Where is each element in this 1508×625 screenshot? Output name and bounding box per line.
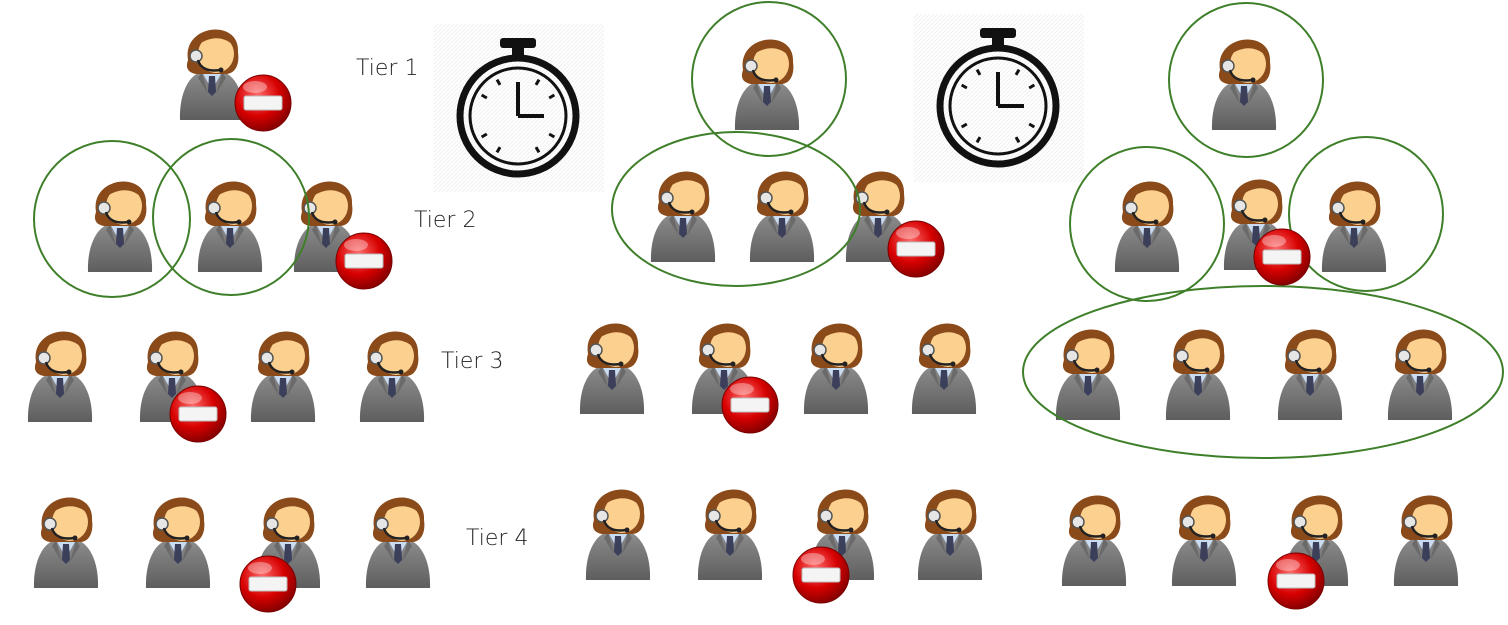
- ring-stage3-tier2-agent-1: [1069, 146, 1225, 302]
- busy-badge-s2-t4: [792, 546, 850, 604]
- stage3-tier3-agent-3: [1277, 329, 1343, 420]
- ring-stage3-tier1: [1168, 2, 1324, 158]
- stage3-tier1-agent: [1211, 39, 1277, 130]
- ring-stage3-tier3-group: [1022, 285, 1504, 459]
- stage1-tier2-agent-1: [87, 181, 153, 272]
- stage1-tier3-agent-3: [250, 331, 316, 422]
- stopwatch-icon-1: [434, 24, 604, 192]
- stage2-tier4-agent-2: [697, 489, 763, 580]
- stage3-tier4-agent-2: [1171, 495, 1237, 586]
- stage1-tier3-agent-1: [27, 331, 93, 422]
- stage1-tier3-agent-4: [359, 331, 425, 422]
- stopwatch-icon-2: [914, 14, 1084, 182]
- busy-badge-s3-t4: [1267, 552, 1325, 610]
- tier-3-label: Tier 3: [441, 349, 504, 374]
- stage3-tier3-agent-4: [1387, 329, 1453, 420]
- busy-badge-s3-t2: [1253, 228, 1311, 286]
- stage2-tier2-agent-3: [845, 171, 911, 262]
- stage1-tier4-agent-2: [145, 497, 211, 588]
- busy-badge-s1-t3: [169, 385, 227, 443]
- stage3-tier3-agent-2: [1165, 329, 1231, 420]
- stage2-tier3-agent-3: [803, 323, 869, 414]
- ring-stage2-tier1: [691, 1, 847, 157]
- stage2-tier2-agent-2: [749, 171, 815, 262]
- busy-badge-s2-t2: [887, 220, 945, 278]
- stage3-tier3-agent-1: [1055, 329, 1121, 420]
- stage3-tier2-agent-1: [1114, 181, 1180, 272]
- stage1-tier4-agent-4: [365, 497, 431, 588]
- busy-badge-s1-t1: [234, 74, 292, 132]
- stage2-tier2-agent-1: [650, 171, 716, 262]
- ring-stage1-tier2-agent-2: [152, 138, 310, 296]
- tier-2-label: Tier 2: [414, 208, 477, 233]
- tier-4-label: Tier 4: [466, 526, 529, 551]
- stage2-tier3-agent-4: [911, 323, 977, 414]
- ring-stage3-tier2-agent-3: [1288, 136, 1444, 292]
- stage3-tier4-agent-4: [1393, 495, 1459, 586]
- stage1-tier2-agent-2: [197, 181, 263, 272]
- stage1-tier1-agent: [179, 29, 245, 120]
- ring-stage1-tier2-agent-1: [33, 140, 191, 298]
- busy-badge-s1-t4: [239, 555, 297, 613]
- ring-stage2-tier2-group: [611, 131, 861, 287]
- stage2-tier3-agent-1: [579, 323, 645, 414]
- stage2-tier1-agent: [734, 39, 800, 130]
- busy-badge-s2-t3: [721, 376, 779, 434]
- tier-1-label: Tier 1: [356, 56, 419, 81]
- stage2-tier4-agent-4: [917, 489, 983, 580]
- stage2-tier4-agent-1: [585, 489, 651, 580]
- busy-badge-s1-t2: [335, 232, 393, 290]
- stage3-tier2-agent-3: [1321, 181, 1387, 272]
- stage3-tier4-agent-1: [1061, 495, 1127, 586]
- stage1-tier4-agent-1: [33, 497, 99, 588]
